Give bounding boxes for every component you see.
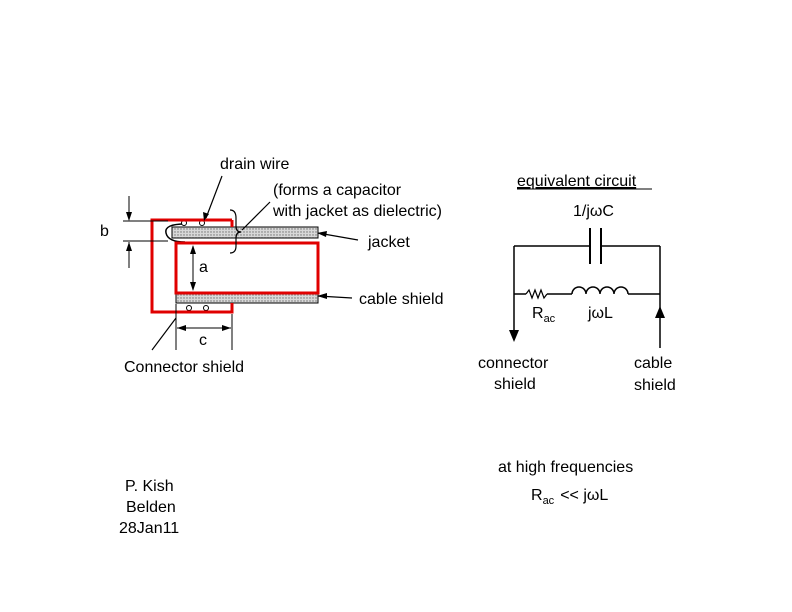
connector-label-line1: connector	[478, 355, 549, 372]
circuit-title: equivalent circuit	[517, 173, 637, 190]
resistor-symbol	[525, 288, 548, 300]
inductor-label: jωL	[587, 305, 613, 322]
dim-c-arrowhead-right	[222, 325, 231, 331]
dim-c-label: c	[199, 332, 207, 349]
jacket-strip	[171, 226, 319, 239]
drain-wire-label: drain wire	[220, 156, 289, 173]
dim-a-label: a	[199, 259, 208, 276]
high-frequency-note: at high frequencies Rac<< jωL	[498, 459, 633, 507]
note-relation: Rac<< jωL	[531, 487, 608, 507]
connector-shield-outline	[150, 218, 234, 314]
drain-wire-arrowhead	[203, 212, 209, 221]
dim-c-arrowhead-left	[177, 325, 186, 331]
connector-label-line2: shield	[494, 376, 536, 393]
connector-arrowhead	[509, 330, 519, 342]
jacket-arrowhead	[317, 231, 327, 237]
dim-b-label: b	[100, 223, 109, 240]
note-line1: at high frequencies	[498, 459, 633, 476]
cable-label-line2: shield	[634, 377, 676, 394]
dim-b-arrowhead-bottom	[126, 242, 132, 251]
connector-shield-leader	[151, 317, 177, 351]
author-block: P. Kish Belden 28Jan11	[119, 478, 179, 537]
capacitor-label: 1/jωC	[573, 203, 614, 220]
drain-wire-leader	[205, 175, 223, 219]
jacket-label: jacket	[367, 234, 410, 251]
capacitor-bracket	[229, 209, 242, 254]
dim-a-arrowhead-bottom	[190, 282, 196, 291]
drain-wire-dot	[186, 305, 192, 311]
inductor-symbol	[571, 286, 629, 295]
author-date: 28Jan11	[119, 520, 179, 537]
connector-shield-label: Connector shield	[124, 359, 244, 376]
dim-a-arrowhead-top	[190, 245, 196, 254]
cable-label-line1: cable	[634, 355, 672, 372]
author-name: P. Kish	[125, 478, 174, 495]
capacitor-leader	[241, 201, 271, 231]
drain-wire-loop	[165, 223, 186, 243]
cable-shield-label: cable shield	[359, 291, 444, 308]
author-company: Belden	[126, 499, 176, 516]
cable-shield-inner-outline	[174, 241, 320, 295]
equivalent-circuit: equivalent circuit 1/jωC Rac jωL connect…	[478, 173, 676, 394]
resistor-label: Rac	[532, 305, 556, 325]
capacitor-note-line1: (forms a capacitor	[273, 182, 402, 199]
drain-wire-dot	[203, 305, 209, 311]
cable-arrowhead	[655, 306, 665, 318]
dim-b-arrowhead-top	[126, 212, 132, 221]
cable-shield-arrowhead	[317, 293, 327, 299]
cable-cross-section: drain wire (forms a capacitor with jacke…	[100, 156, 444, 376]
capacitor-note-line2: with jacket as dielectric)	[272, 203, 442, 220]
